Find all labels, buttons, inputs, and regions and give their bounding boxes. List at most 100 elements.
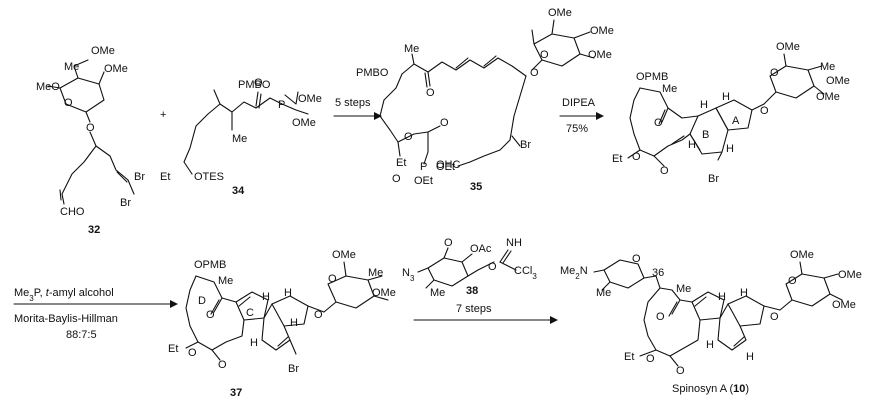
c32-ome-right: OMe [104, 63, 128, 75]
c34-me: Me [232, 133, 247, 145]
c35-number: 35 [470, 181, 482, 193]
c10-ref-36: 36 [652, 267, 664, 279]
c37-ester-o1: O [188, 347, 197, 359]
c35-p: P [420, 161, 427, 173]
c35-ester-o: O [404, 131, 413, 143]
c10-h4: H [746, 351, 754, 363]
c36-ome3: OMe [816, 91, 840, 103]
c10-nme2: Me2N [560, 265, 588, 281]
compound-10: Me2N Me O 36 Me O H H Et O O H H OMe O O… [560, 249, 862, 395]
c37-opmb: OPMB [194, 259, 226, 271]
arrow2-yield: 75% [566, 123, 588, 135]
c37-ring-d: D [198, 295, 206, 307]
c36-ketone-o: O [654, 117, 663, 129]
compound-37: OPMB Me D O C H H Et O O H H Br OMe Me O… [168, 249, 396, 399]
c32-number: 32 [88, 224, 100, 236]
c34-ome2: OMe [292, 117, 316, 129]
c10-ester-o2: O [676, 365, 685, 377]
c32-ring-o: O [64, 97, 73, 109]
c38-ccl3: CCl3 [514, 265, 537, 281]
c32-me: Me [64, 61, 79, 73]
c32-cho: CHO [60, 206, 85, 218]
c10-ome1: OMe [790, 249, 814, 261]
c35-sugar-o: O [540, 49, 549, 61]
c37-ring-c: C [246, 307, 254, 319]
c36-h3: H [688, 139, 696, 151]
c10-rhamnose-o: O [788, 275, 797, 287]
arrow-1: 5 steps [333, 97, 382, 120]
c36-me-sugar: Me [820, 61, 835, 73]
arrow3-reagent-a: Me3P, t-amyl alcohol [14, 287, 114, 303]
c35-me: Me [404, 43, 419, 55]
c34-otes: OTES [194, 171, 224, 183]
c10-name: Spinosyn A (10) [672, 383, 749, 395]
c36-glyco-o: O [760, 105, 769, 117]
c37-h2: H [284, 287, 292, 299]
c36-opmb: OPMB [636, 71, 668, 83]
c35-ome3: OMe [588, 49, 612, 61]
c38-ring-o: O [444, 237, 453, 249]
c32-glycoside-o: O [86, 122, 95, 134]
c36-br: Br [708, 173, 719, 185]
c36-ester-o2: O [660, 165, 669, 177]
arrow-4: 7 steps [413, 303, 558, 324]
arrow4-label: 7 steps [456, 303, 492, 315]
arrow-2: DIPEA 75% [559, 97, 604, 135]
c34-pmbo: PMBO [238, 79, 271, 91]
c10-et: Et [624, 351, 634, 363]
c35-pmbo: PMBO [356, 67, 389, 79]
c10-h1: H [718, 291, 726, 303]
c35-et: Et [396, 157, 406, 169]
c34-number: 34 [232, 185, 245, 197]
c32-ome-top: OMe [91, 45, 115, 57]
c35-oet2: OEt [414, 175, 433, 187]
c37-me-sugar: Me [368, 267, 383, 279]
c10-ester-o1: O [646, 353, 655, 365]
c10-ome3: OMe [832, 299, 856, 311]
arrow3-ratio: 88:7:5 [66, 329, 97, 341]
c35-ohc: OHC [436, 159, 461, 171]
c35-ome2: OMe [590, 25, 614, 37]
compound-35: OMe OMe O OMe O Me PMBO O O O Et O P OEt… [356, 7, 614, 193]
c10-glyco-o: O [770, 311, 779, 323]
c36-ring-b: B [702, 129, 709, 141]
c34-et: Et [160, 171, 170, 183]
c37-number: 37 [230, 387, 242, 399]
c37-et: Et [168, 343, 178, 355]
c10-ketone-o: O [656, 311, 665, 323]
c37-ester-o2: O [218, 359, 227, 371]
c34-carbonyl-o: O [254, 77, 263, 89]
c35-br: Br [520, 139, 531, 151]
c35-oet1: OEt [436, 161, 455, 173]
c38-me: Me [430, 287, 445, 299]
c36-h4: H [726, 143, 734, 155]
c10-forosamine-o: O [632, 253, 641, 265]
arrow-3: Me3P, t-amyl alcohol Morita-Baylis-Hillm… [13, 287, 178, 341]
c36-ring-a: A [732, 115, 740, 127]
c36-et: Et [612, 153, 622, 165]
arrow3-reaction-name: Morita-Baylis-Hillman [14, 313, 118, 325]
c36-ome2: OMe [826, 75, 850, 87]
c35-ome1: OMe [548, 7, 572, 19]
c37-br: Br [288, 363, 299, 375]
arrow2-label: DIPEA [562, 97, 596, 109]
c36-h2: H [722, 91, 730, 103]
arrow1-label: 5 steps [335, 97, 371, 109]
c32-br1: Br [134, 171, 145, 183]
c37-h1: H [262, 291, 270, 303]
c37-glyco-o: O [314, 309, 323, 321]
c38-nh: NH [506, 237, 522, 249]
c37-h3: H [250, 337, 258, 349]
c37-me: Me [218, 275, 233, 287]
c34-p: P [278, 99, 285, 111]
c38-n3: N3 [402, 267, 415, 283]
compound-34: PMBO O P OMe OMe Me Et OTES 34 [160, 77, 322, 197]
c32-meo: MeO [36, 81, 60, 93]
c32-br2: Br [120, 197, 131, 209]
c37-ome1: OMe [332, 249, 356, 261]
c36-ome1: OMe [776, 41, 800, 53]
c35-ketone-o: O [426, 87, 435, 99]
c10-me-sugar: Me [596, 287, 611, 299]
c10-h3: H [706, 339, 714, 351]
